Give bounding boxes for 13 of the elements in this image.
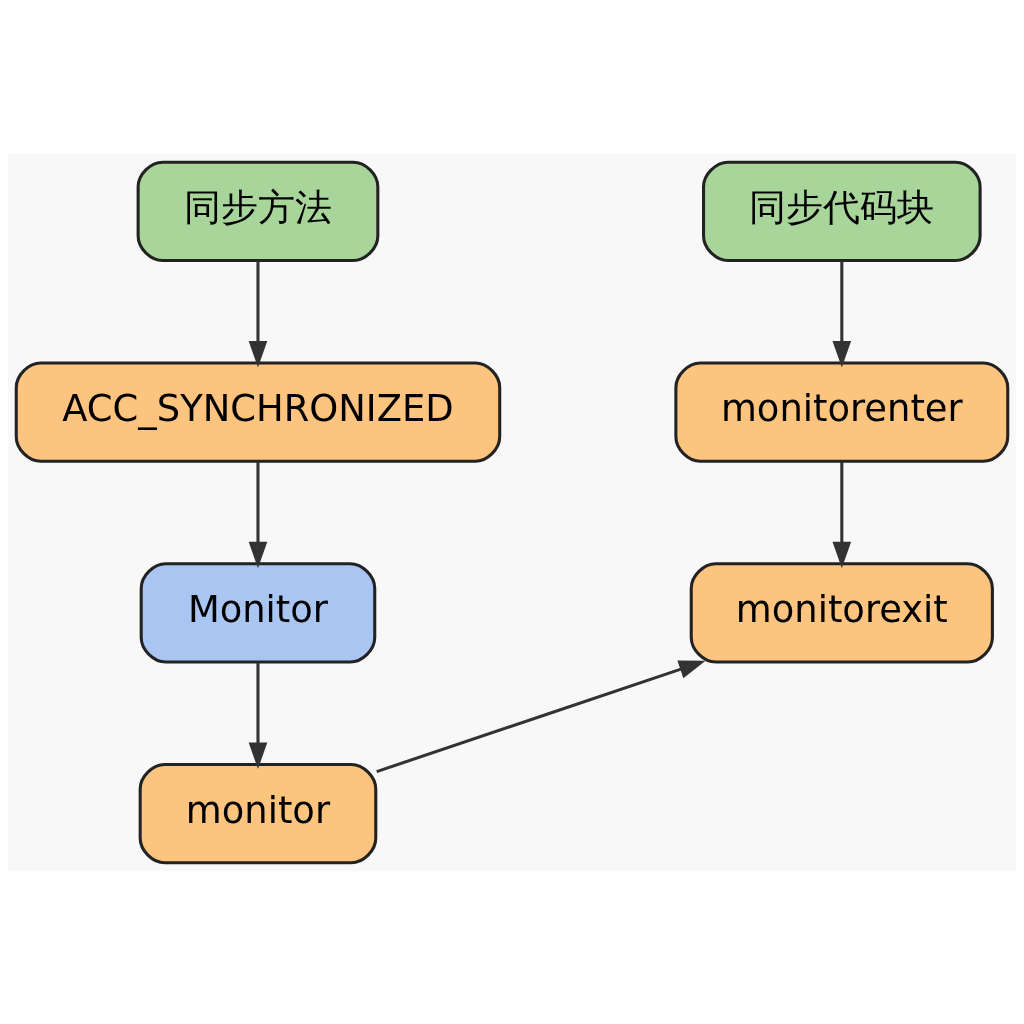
node-box: ACC_SYNCHRONIZED — [14, 360, 502, 463]
node-box: monitorexit — [689, 561, 994, 664]
node-box: Monitor — [139, 561, 377, 664]
node-box: monitor — [138, 762, 378, 864]
node-box: monitorenter — [674, 360, 1010, 463]
node-box: 同步代码块 — [702, 160, 982, 262]
node-box: 同步方法 — [136, 160, 380, 262]
arrow — [832, 461, 852, 568]
arrow — [248, 461, 268, 568]
arrow — [376, 659, 706, 773]
arrow — [248, 260, 268, 368]
arrow — [832, 260, 852, 368]
arrow — [248, 662, 268, 769]
